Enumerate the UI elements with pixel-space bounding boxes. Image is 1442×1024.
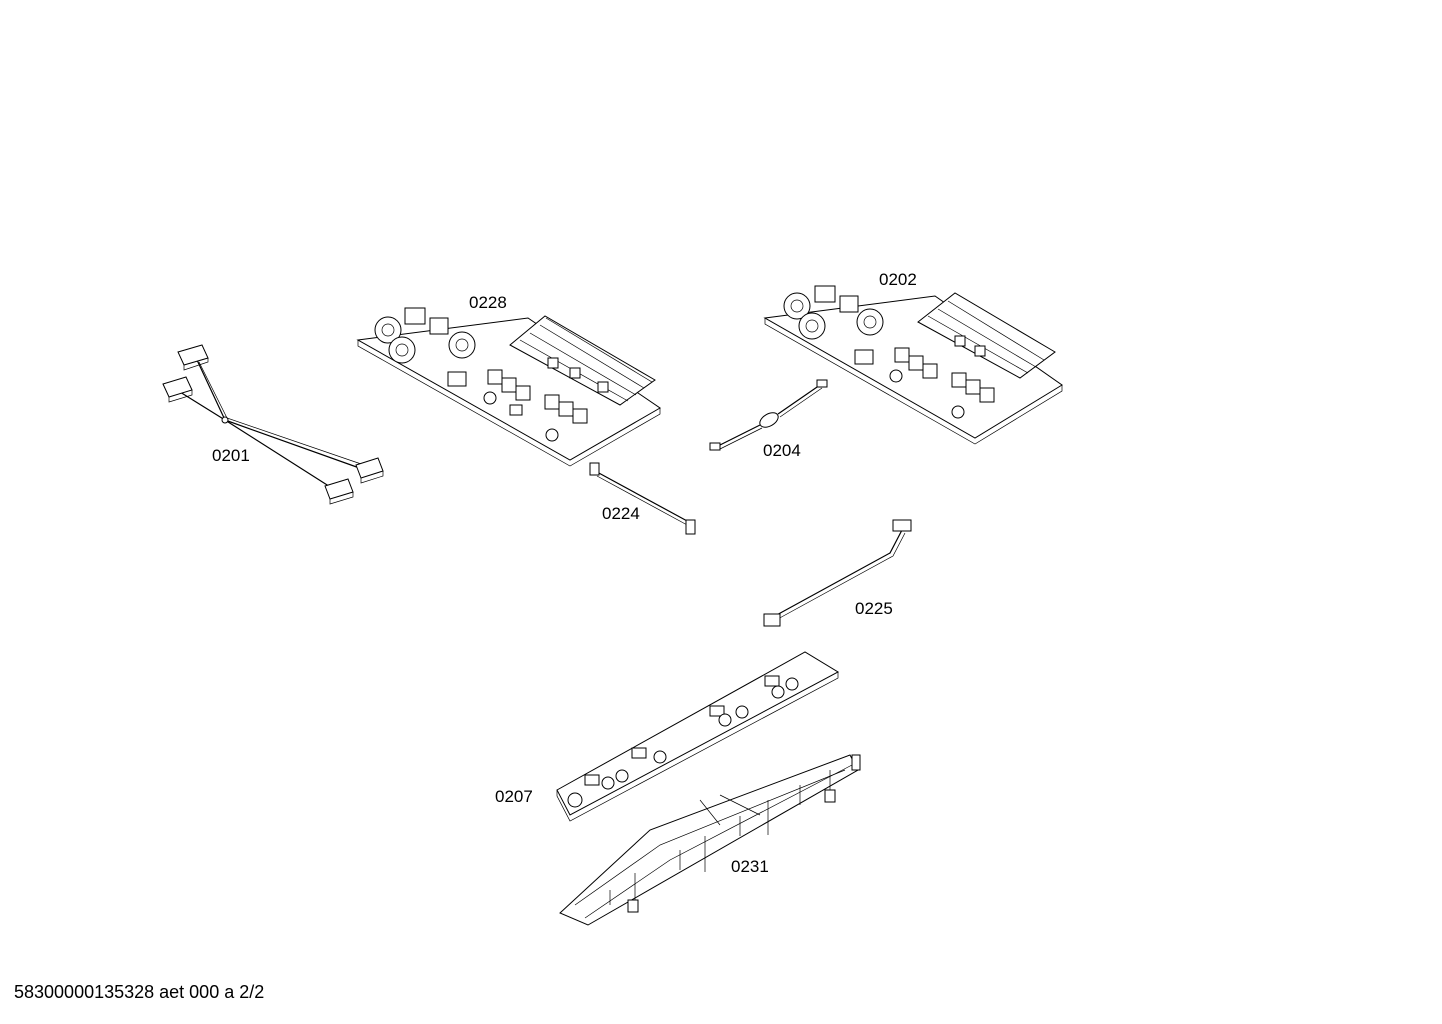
connector-right-upper (355, 457, 384, 484)
control-board-0207 (556, 651, 840, 822)
power-board-0228 (356, 307, 661, 467)
part-label-0204: 0204 (763, 441, 801, 460)
part-label-0202: 0202 (879, 270, 917, 289)
power-board-0202 (763, 285, 1063, 445)
connector-mid-left (162, 376, 193, 403)
part-label-0225: 0225 (855, 599, 893, 618)
cable-0204 (709, 379, 828, 451)
cable-0224 (589, 462, 696, 535)
cable-0225 (763, 519, 912, 627)
connector-right-lower (324, 478, 354, 505)
part-label-0207: 0207 (495, 787, 533, 806)
part-label-0228: 0228 (469, 293, 507, 312)
connector-top-left (177, 344, 209, 371)
part-label-0224: 0224 (602, 504, 640, 523)
part-label-0201: 0201 (212, 446, 250, 465)
document-reference: 58300000135328 aet 000 a 2/2 (14, 982, 265, 1002)
part-label-0231: 0231 (731, 857, 769, 876)
frame-0231 (559, 754, 861, 926)
wiring-harness-0201 (162, 344, 384, 505)
